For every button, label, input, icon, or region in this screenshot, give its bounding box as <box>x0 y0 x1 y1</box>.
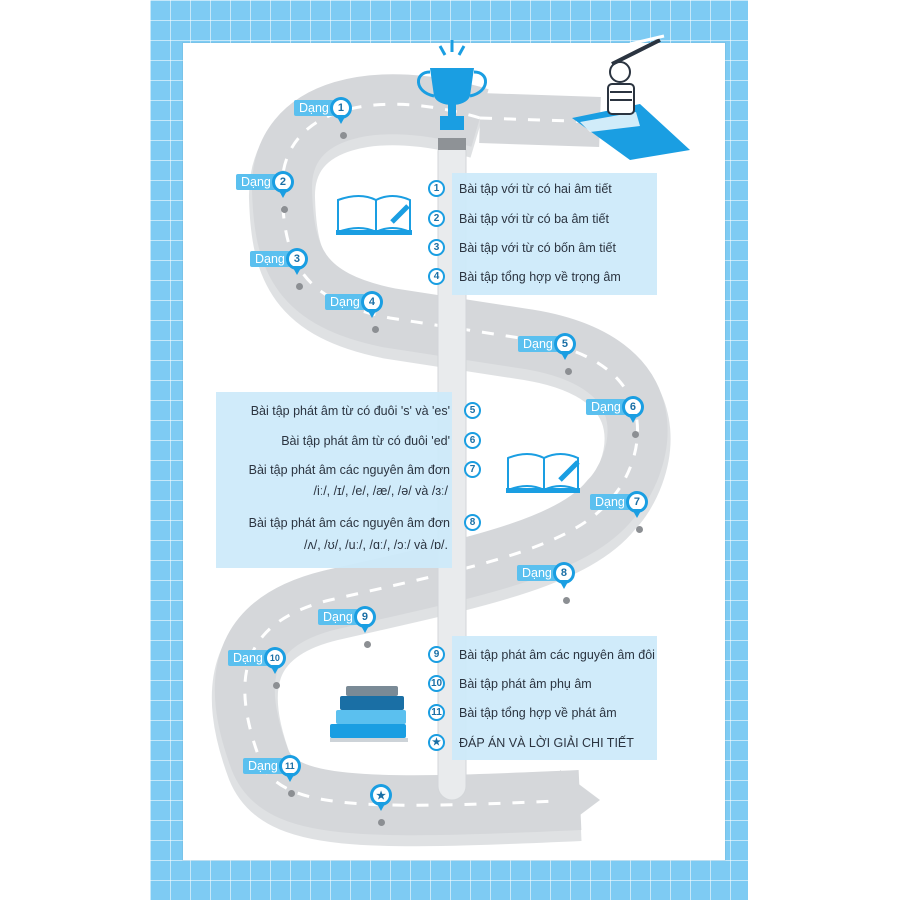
list-item[interactable]: 4 Bài tập tổng hợp về trọng âm <box>428 268 621 285</box>
pencil-icon <box>390 204 410 224</box>
list-item-label: Bài tập phát âm các nguyên âm đôi <box>459 647 655 662</box>
map-pin-icon: 3 <box>285 248 308 275</box>
list-item[interactable]: 1 Bài tập với từ có hai âm tiết <box>428 180 612 197</box>
trophy-icon <box>417 40 487 130</box>
list-number: 9 <box>428 646 445 663</box>
map-pin-icon: 5 <box>553 333 576 360</box>
list-item-label: Bài tập với từ có hai âm tiết <box>459 181 612 196</box>
list-number: 10 <box>428 675 445 692</box>
map-pin-icon: 1 <box>329 97 352 124</box>
pin-base <box>372 326 379 333</box>
map-pin-icon: 8 <box>552 562 575 589</box>
route-marker-3[interactable]: Dạng 3 <box>250 248 308 275</box>
map-pin-icon: 10 <box>263 647 286 674</box>
map-pin-icon: 7 <box>625 491 648 518</box>
marker-word: Dạng <box>243 758 283 774</box>
list-item[interactable]: Bài tập phát âm từ có đuôi 's' và 'es' 5 <box>200 402 481 419</box>
map-pin-icon: 2 <box>271 171 294 198</box>
list-item-label: Bài tập phát âm từ có đuôi 'ed' <box>281 433 450 448</box>
list-item-label: /iː/, /ɪ/, /e/, /æ/, /ə/ và /ɜː/ <box>313 484 448 498</box>
map-pin-icon: ★ <box>370 784 392 811</box>
list-number: 7 <box>464 461 481 478</box>
list-panel-top <box>452 173 657 295</box>
pin-base <box>296 283 303 290</box>
route-marker-8[interactable]: Dạng 8 <box>517 562 575 589</box>
pin-base <box>273 682 280 689</box>
marker-word: Dạng <box>294 100 334 116</box>
route-marker-9[interactable]: Dạng 9 <box>318 606 376 633</box>
list-number: 1 <box>428 180 445 197</box>
pin-base <box>378 819 385 826</box>
map-pin-icon: 9 <box>353 606 376 633</box>
list-item-continuation: /iː/, /ɪ/, /e/, /æ/, /ə/ và /ɜː/ <box>200 484 448 498</box>
list-item-label: ĐÁP ÁN VÀ LỜI GIẢI CHI TIẾT <box>459 735 634 750</box>
reader-on-book-icon <box>572 34 690 160</box>
map-pin-icon: 4 <box>360 291 383 318</box>
pin-base <box>632 431 639 438</box>
marker-word: Dạng <box>518 336 558 352</box>
list-item-label: Bài tập phát âm các nguyên âm đơn <box>248 515 450 530</box>
pin-base <box>563 597 570 604</box>
marker-word: Dạng <box>236 174 276 190</box>
open-book-icon <box>336 195 412 235</box>
list-item-label: Bài tập phát âm từ có đuôi 's' và 'es' <box>250 403 450 418</box>
route-marker-6[interactable]: Dạng 6 <box>586 396 644 423</box>
pin-base <box>340 132 347 139</box>
route-marker-2[interactable]: Dạng 2 <box>236 171 294 198</box>
list-number: 4 <box>428 268 445 285</box>
finish-arrow <box>560 770 600 830</box>
list-item[interactable]: 3 Bài tập với từ có bốn âm tiết <box>428 239 616 256</box>
list-number: 8 <box>464 514 481 531</box>
list-item[interactable]: ★ ĐÁP ÁN VÀ LỜI GIẢI CHI TIẾT <box>428 734 634 751</box>
pin-base <box>288 790 295 797</box>
star-icon: ★ <box>373 787 389 803</box>
pin-base <box>565 368 572 375</box>
list-number: 11 <box>428 704 445 721</box>
route-marker-7[interactable]: Dạng 7 <box>590 491 648 518</box>
open-book-icon-2 <box>506 453 580 493</box>
marker-word: Dạng <box>250 251 290 267</box>
map-pin-icon: 11 <box>278 755 301 782</box>
list-item[interactable]: Bài tập phát âm từ có đuôi 'ed' 6 <box>200 432 481 449</box>
list-item[interactable]: 2 Bài tập với từ có ba âm tiết <box>428 210 609 227</box>
pin-base <box>364 641 371 648</box>
marker-word: Dạng <box>517 565 557 581</box>
list-number: 3 <box>428 239 445 256</box>
list-panel-bottom <box>452 636 657 760</box>
list-panel-middle <box>216 392 452 568</box>
route-marker-11[interactable]: Dạng 11 <box>243 755 301 782</box>
pin-base <box>281 206 288 213</box>
route-marker-1[interactable]: Dạng 1 <box>294 97 352 124</box>
list-item[interactable]: 10 Bài tập phát âm phụ âm <box>428 675 592 692</box>
list-item-label: Bài tập phát âm các nguyên âm đơn <box>248 462 450 477</box>
list-number: 5 <box>464 402 481 419</box>
pin-base <box>636 526 643 533</box>
route-marker-5[interactable]: Dạng 5 <box>518 333 576 360</box>
route-marker-finish[interactable]: ★ <box>370 784 392 811</box>
list-item-label: Bài tập với từ có bốn âm tiết <box>459 240 616 255</box>
route-marker-10[interactable]: Dạng 10 <box>228 647 286 674</box>
list-item-label: Bài tập với từ có ba âm tiết <box>459 211 609 226</box>
list-item-label: Bài tập tổng hợp về phát âm <box>459 705 617 720</box>
list-item-label: /ʌ/, /ʊ/, /uː/, /ɑː/, /ɔː/ và /ɒ/. <box>304 538 448 552</box>
map-pin-icon: 6 <box>621 396 644 423</box>
marker-word: Dạng <box>590 494 630 510</box>
route-marker-4[interactable]: Dạng 4 <box>325 291 383 318</box>
list-item-label: Bài tập phát âm phụ âm <box>459 676 592 691</box>
list-item[interactable]: 9 Bài tập phát âm các nguyên âm đôi <box>428 646 655 663</box>
marker-word: Dạng <box>228 650 268 666</box>
book-stack-icon <box>330 686 408 742</box>
list-number: 6 <box>464 432 481 449</box>
list-item[interactable]: Bài tập phát âm các nguyên âm đơn 7 <box>200 461 481 478</box>
list-item-continuation: /ʌ/, /ʊ/, /uː/, /ɑː/, /ɔː/ và /ɒ/. <box>200 538 448 552</box>
list-number: 2 <box>428 210 445 227</box>
marker-word: Dạng <box>325 294 365 310</box>
list-item[interactable]: Bài tập phát âm các nguyên âm đơn 8 <box>200 514 481 531</box>
list-number star-icon: ★ <box>428 734 445 751</box>
list-item-label: Bài tập tổng hợp về trọng âm <box>459 269 621 284</box>
list-item[interactable]: 11 Bài tập tổng hợp về phát âm <box>428 704 617 721</box>
marker-word: Dạng <box>586 399 626 415</box>
marker-word: Dạng <box>318 609 358 625</box>
